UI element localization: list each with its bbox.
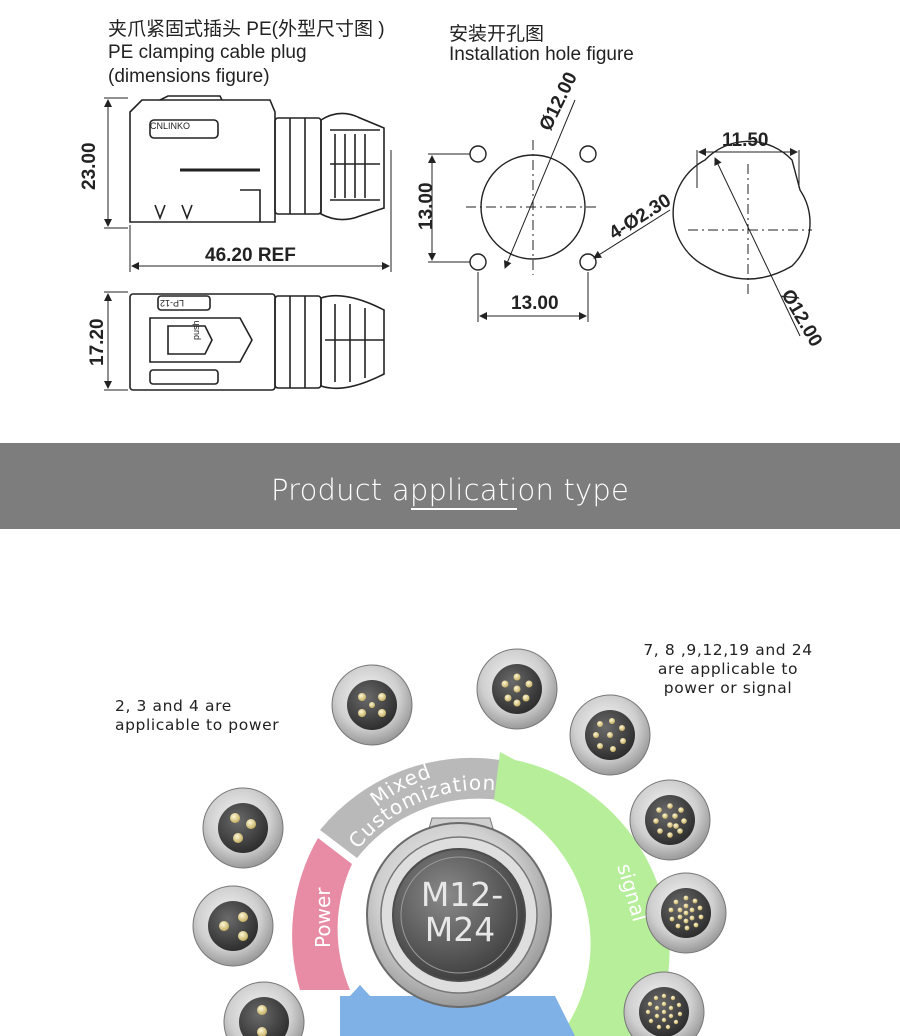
banner-underline [411,508,517,510]
push-label: push [191,320,201,340]
signal-arc [494,752,670,1036]
technical-drawing-svg: CNLINKO 23.00 46.20 REF LP-12 push 17.20 [79,69,826,391]
connector-ring-svg: Mixed Customization signal Power M12- M2… [192,648,727,1036]
connector-19pin [645,872,727,954]
connector-24pin [623,971,705,1036]
connector-3pin [202,787,284,869]
note-left-line-2: applicable to power [115,716,280,734]
hole-horizontal-label: 13.00 [511,293,559,314]
flat-width-label: 11.50 [722,130,769,151]
plug-title-cn: 夹爪紧固式插头 PE(外型尺寸图 ) [108,19,385,40]
dim-width-label: 17.20 [87,318,108,366]
banner-title: Product application type [270,473,630,507]
connector-12pin [629,779,711,861]
arc-power-label: Power [311,887,335,948]
center-connector [366,817,552,1008]
note-left-line-1: 2, 3 and 4 are [115,697,232,715]
dim-height-label: 23.00 [79,142,100,190]
hole-count-label: 4-Ø2.30 [606,190,675,244]
hole-title-en: Installation hole figure [449,44,634,65]
dimension-drawings: 夹爪紧固式插头 PE(外型尺寸图 ) PE clamping cable plu… [0,0,900,440]
center-label-2: M24 [425,910,495,949]
center-label-1: M12- [421,875,503,914]
flat-cut-figure [672,140,812,337]
hole-vertical-label: 13.00 [416,182,437,230]
bottom-arc [340,996,575,1036]
mixed-arc [320,757,500,858]
application-diagram: 2, 3 and 4 are applicable to power 7, 8 … [0,560,900,1036]
connector-8pin [569,694,651,776]
plug-title-en: PE clamping cable plug [108,42,307,63]
note-left: 2, 3 and 4 are applicable to power [115,697,279,735]
note-right-line-3: power or signal [663,679,793,697]
plug-title-en-2: (dimensions figure) [108,66,270,87]
connector-3pin-b [192,885,274,967]
hole-figure [428,99,671,322]
brand-mark: CNLINKO [150,121,190,131]
connector-2pin [223,981,305,1036]
note-right-line-2: are applicable to [657,660,799,678]
section-banner: Product application type [0,443,900,529]
connector-7pin [476,648,558,730]
note-right: 7, 8 ,9,12,19 and 24 are applicable to p… [640,641,816,698]
hole-title-cn: 安装开孔图 [449,24,545,45]
dim-length-label: 46.20 REF [205,245,296,266]
flat-diameter-label: Ø12.00 [777,286,826,350]
note-right-line-1: 7, 8 ,9,12,19 and 24 [643,641,813,659]
plug-side-view [104,95,392,272]
latch-label: LP-12 [160,298,184,308]
connector-4pin-top [331,664,413,746]
power-arc [292,838,352,990]
plug-top-view [104,291,385,391]
hole-diameter-label: Ø12.00 [536,69,582,134]
